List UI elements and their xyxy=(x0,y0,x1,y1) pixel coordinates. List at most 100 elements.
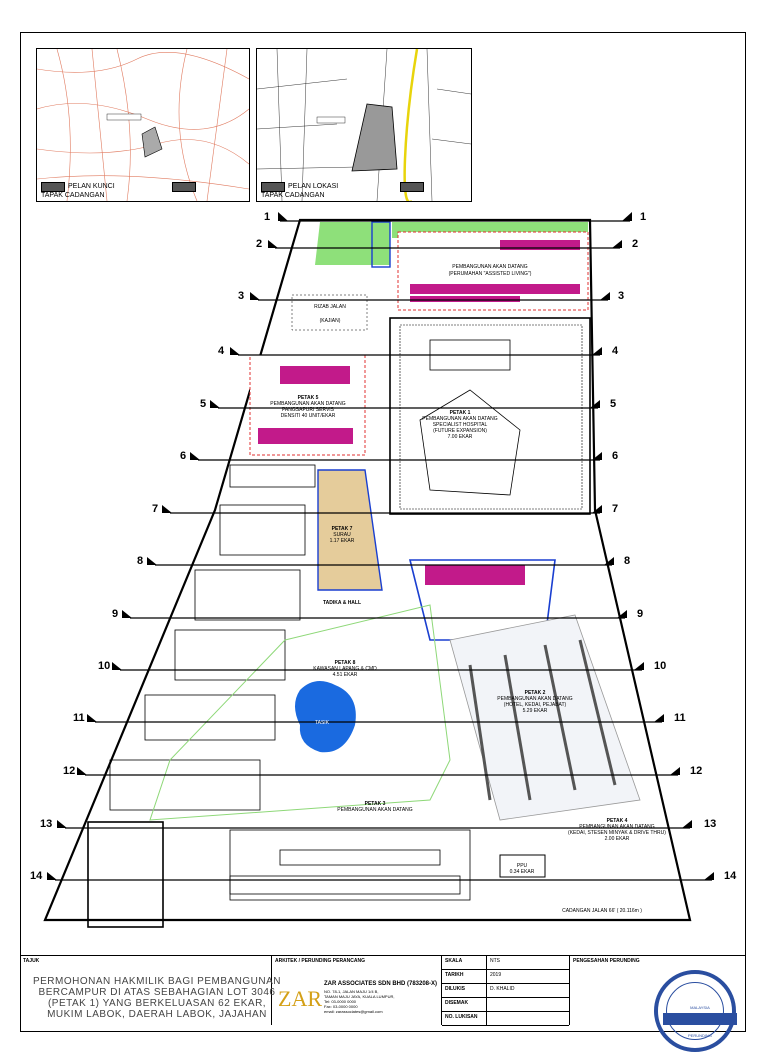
firm-cell: ARKITEK / PERUNDING PERANCANG ZAR ZAR AS… xyxy=(272,956,442,1025)
stamp-band xyxy=(663,1013,737,1025)
section-label: 1 xyxy=(264,211,270,223)
firm-address: NO. 78-1, JALAN MAJU 1/4 B, TAMAN MAJU J… xyxy=(324,989,434,1014)
section-label: 2 xyxy=(632,238,638,250)
petak-4-title: PETAK 4 xyxy=(607,818,628,824)
section-lines xyxy=(55,220,712,881)
firm-logo: ZAR xyxy=(278,986,322,1011)
section-label: 3 xyxy=(618,290,624,302)
section-label: 8 xyxy=(624,555,630,567)
road-spine-top xyxy=(371,221,391,268)
firm-line: email: zarassociates@gmail.com xyxy=(324,1009,383,1014)
firm-name: ZAR ASSOCIATES SDN BHD (783208-X) xyxy=(324,981,438,987)
petak-1-area: 7.00 EKAR xyxy=(448,434,473,440)
petak-1-parking xyxy=(399,324,583,510)
petak-8-subtitle: KAWASAN LAPANG & CMD xyxy=(313,666,377,672)
hospital-wing xyxy=(419,389,521,496)
petak-4-subtitle: PEMBANGUNAN AKAN DATANG xyxy=(579,824,654,830)
site-highlight xyxy=(141,126,163,158)
petak-1-detail: SPECIALIST HOSPITAL xyxy=(433,422,488,428)
section-label: 4 xyxy=(612,345,619,357)
info-key: TARIKH xyxy=(442,970,487,983)
project-title: PERMOHONAN HAKMILIK BAGI PEMBANGUNAN BER… xyxy=(32,976,282,1020)
green-buffer-left xyxy=(315,222,390,265)
petak-5-buildings xyxy=(258,366,353,444)
section-label: 7 xyxy=(152,503,158,515)
info-key: DILUKIS xyxy=(442,984,487,997)
petak-8-plot xyxy=(149,604,451,821)
info-key: SKALA xyxy=(442,956,487,969)
section-label: 5 xyxy=(610,398,616,410)
section-label: 6 xyxy=(612,450,618,462)
petak-4-shops xyxy=(229,849,461,895)
petak-2-detail: (HOTEL, KEDAI, PEJABAT) xyxy=(504,702,567,708)
top-area-title: PEMBANGUNAN AKAN DATANG xyxy=(452,264,527,270)
petak-8-title: PETAK 8 xyxy=(335,660,356,666)
petak-2-parking xyxy=(468,639,617,801)
site-highlight xyxy=(351,103,398,172)
row-house-cluster xyxy=(109,464,316,811)
section-label: 14 xyxy=(724,870,737,882)
section-label: 9 xyxy=(637,608,643,620)
ppu-title: PPU xyxy=(517,863,528,869)
consultant-stamp: MALAYSIA PERUNDING xyxy=(654,970,737,1052)
main-road xyxy=(403,49,419,201)
petak-7-area: 1.17 EKAR xyxy=(330,538,355,544)
section-label: 5 xyxy=(200,398,206,410)
section-label: 11 xyxy=(674,712,686,724)
location-plan-map: PELAN LOKASI TAPAK CADANGAN xyxy=(256,48,472,202)
petak-1-title: PETAK 1 xyxy=(450,410,471,416)
section-label: 4 xyxy=(218,345,225,357)
petak-4-plot xyxy=(229,829,471,901)
stamp-inner-ring: MALAYSIA PERUNDING xyxy=(663,982,737,1040)
section-label: 13 xyxy=(704,818,716,830)
section-label: 10 xyxy=(98,660,110,672)
section-label: 12 xyxy=(690,765,702,777)
section-labels-left: 1 2 3 4 5 6 7 8 9 10 11 12 13 14 xyxy=(30,211,270,882)
rizab-jalan-area xyxy=(291,294,368,331)
rizab-detail: (KAJIAN) xyxy=(320,318,341,324)
section-label: 6 xyxy=(180,450,186,462)
location-plan-tapak-label: TAPAK CADANGAN xyxy=(261,191,325,199)
lake xyxy=(295,681,356,753)
ppu-plot xyxy=(499,854,546,878)
road-label: CADANGAN JALAN 66' ( 20.116m ) xyxy=(562,908,642,914)
tadika-title: TADIKA & HALL xyxy=(323,600,361,606)
info-key: DISEMAK xyxy=(442,998,487,1011)
top-area-detail: (PERUMAHAN "ASSISTED LIVING") xyxy=(449,271,532,277)
assisted-living-buildings xyxy=(410,240,580,302)
petak-1-subtitle: PEMBANGUNAN AKAN DATANG xyxy=(422,416,497,422)
petak-2-area: 5.29 EKAR xyxy=(523,708,548,714)
key-plan-tapak-label: TAPAK CADANGAN xyxy=(41,191,105,199)
petak-2-subtitle: PEMBANGUNAN AKAN DATANG xyxy=(497,696,572,702)
section-label: 2 xyxy=(256,238,262,250)
stamp-top-text: MALAYSIA xyxy=(690,1005,710,1010)
key-plan-legend: PELAN KUNCI TAPAK CADANGAN xyxy=(41,181,249,199)
petak-5-subtitle: PEMBANGUNAN AKAN DATANG xyxy=(270,401,345,407)
petak-5-density: DENSITI 40 UNIT/EKAR xyxy=(281,413,336,419)
key-plan-drawing xyxy=(37,49,249,201)
section-label: 8 xyxy=(137,555,143,567)
firm-label: ARKITEK / PERUNDING PERANCANG xyxy=(275,958,366,964)
info-value: D. KHALID xyxy=(490,986,515,992)
petak-5-title: PETAK 5 xyxy=(298,395,319,401)
info-value xyxy=(487,998,493,1011)
info-value: 2019 xyxy=(490,972,502,978)
firm-line: NO. 78-1, JALAN MAJU 1/4 B, xyxy=(324,989,379,994)
stamp-bottom-text: PERUNDING xyxy=(687,1033,712,1038)
rizab-title: RIZAB JALAN xyxy=(314,304,346,310)
section-label: 9 xyxy=(112,608,118,620)
section-label: 12 xyxy=(63,765,75,777)
petak-2-title: PETAK 2 xyxy=(525,690,546,696)
key-plan-map: PELAN KUNCI TAPAK CADANGAN xyxy=(36,48,250,202)
section-label: 11 xyxy=(73,712,85,724)
petak-7-title: PETAK 7 xyxy=(332,526,353,532)
section-label: 13 xyxy=(40,818,52,830)
section-label: 7 xyxy=(612,503,618,515)
petak-3-subtitle: PEMBANGUNAN AKAN DATANG xyxy=(337,807,412,813)
project-title-cell: TAJUK PERMOHONAN HAKMILIK BAGI PEMBANGUN… xyxy=(20,956,281,1025)
section-label: 1 xyxy=(640,211,646,223)
petak-1-detail2: (FUTURE EXPANSION) xyxy=(433,428,487,434)
firm-line: Fax: 03-0000 0000 xyxy=(324,1004,358,1009)
